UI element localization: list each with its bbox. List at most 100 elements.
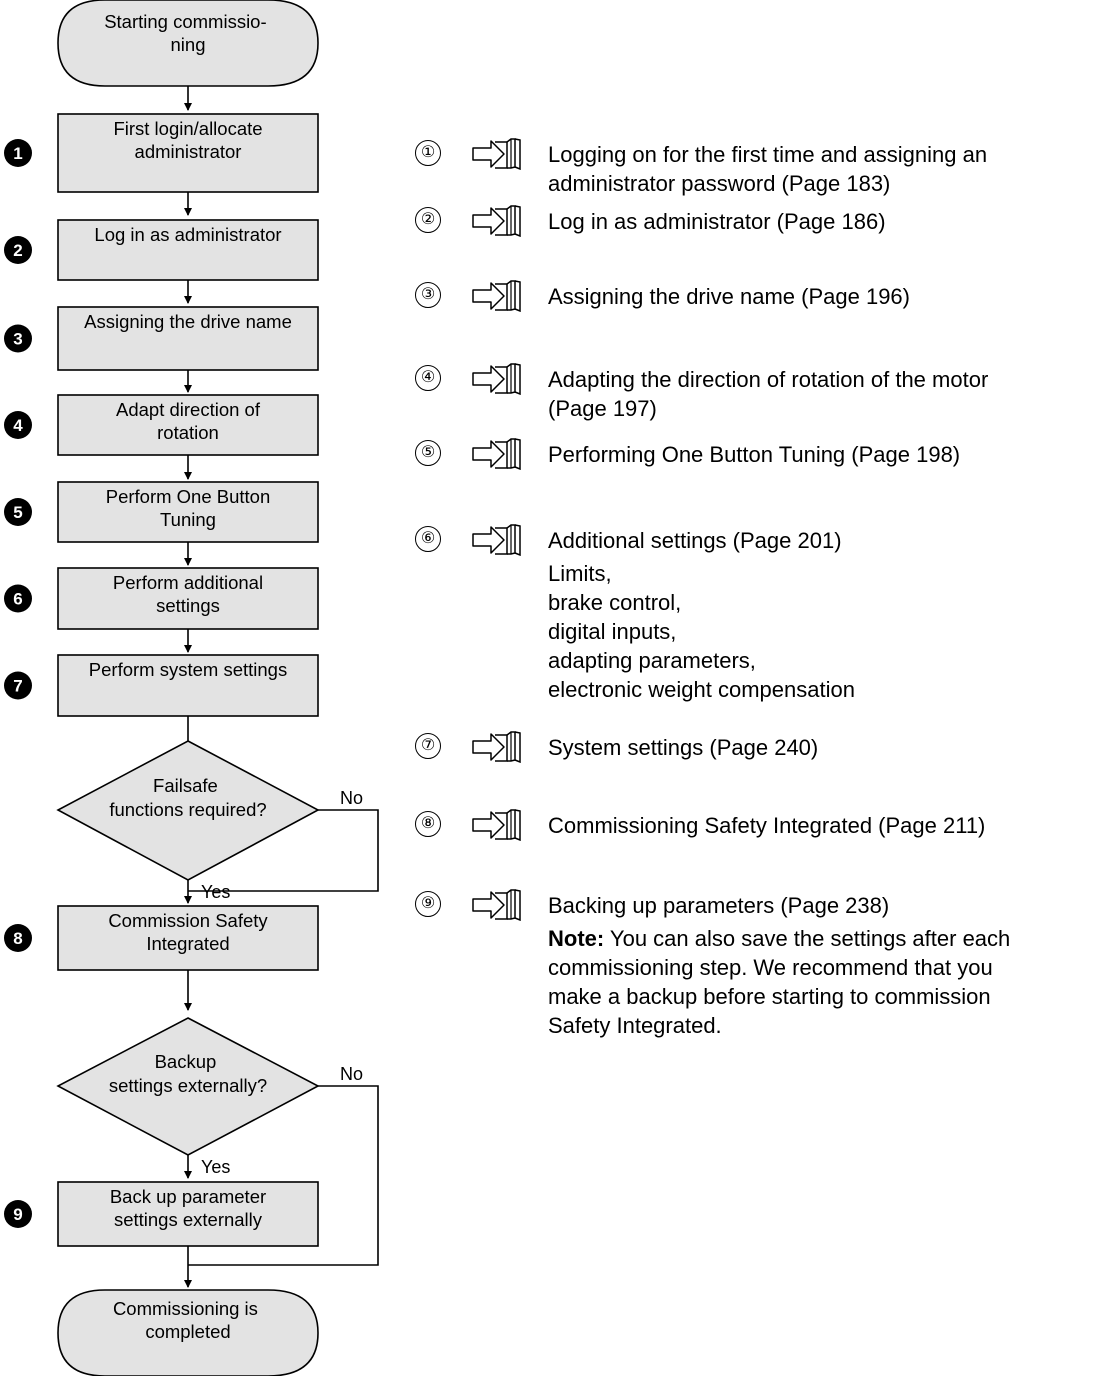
reference-link[interactable]: Log in as administrator (Page 186)	[548, 209, 886, 234]
book-reference-icon	[471, 889, 523, 922]
step-badge	[4, 584, 32, 613]
reference-link[interactable]: Adapting the direction of rotation of th…	[548, 367, 989, 421]
reference-item: ③ Assigning the drive name (Page 196)	[0, 280, 1118, 313]
start-label: Starting commissio- ning	[104, 11, 272, 55]
note-label: Note:	[548, 926, 605, 951]
step-badge	[4, 236, 32, 264]
step-badge-number: 1	[13, 144, 22, 163]
book-reference-icon	[471, 438, 523, 471]
step-badge-number: 8	[13, 929, 22, 948]
end-label: Commissioning is completed	[113, 1298, 263, 1342]
step-number: ③	[415, 282, 441, 308]
process-step: Log in as administrator 2	[4, 219, 319, 281]
book-reference-icon	[471, 363, 523, 396]
process-step: Perform system settings 7	[4, 654, 319, 717]
decision-failsafe-label: Failsafe functions required?	[109, 775, 266, 820]
decision-backup-label: Backup settings externally?	[109, 1051, 267, 1096]
step-number: ⑧	[415, 811, 441, 837]
yes-label: Yes	[201, 1157, 230, 1177]
process-box	[57, 113, 319, 193]
book-reference-icon	[471, 205, 523, 238]
step-badge-number: 9	[13, 1205, 22, 1224]
book-reference-icon	[471, 138, 523, 171]
start-terminal: Starting commissio- ning	[57, 0, 319, 87]
end-terminal: Commissioning is completed	[57, 1289, 319, 1376]
step-badge	[4, 139, 32, 167]
reference-item: ② Log in as administrator (Page 186)	[0, 205, 1118, 238]
decision-failsafe: Failsafe functions required? No Yes	[56, 740, 363, 902]
book-reference-icon	[471, 731, 523, 764]
reference-item: ⑦ System settings (Page 240)	[0, 731, 1118, 764]
step-number: ⑦	[415, 733, 441, 759]
process-box	[57, 481, 319, 543]
process-box	[57, 306, 319, 371]
reference-link[interactable]: Additional settings (Page 201)	[548, 528, 842, 553]
step-number: ④	[415, 365, 441, 391]
reference-item: ⑥ Additional settings (Page 201) Limits,…	[0, 524, 1118, 702]
step-number: ①	[415, 140, 441, 166]
reference-item: ④ Adapting the direction of rotation of …	[0, 363, 1118, 421]
step-badge-number: 7	[13, 677, 22, 696]
process-label: Log in as administrator	[94, 224, 281, 245]
reference-link[interactable]: Performing One Button Tuning (Page 198)	[548, 442, 961, 467]
reference-item: ① Logging on for the first time and assi…	[0, 138, 1118, 196]
process-box	[57, 219, 319, 281]
reference-link[interactable]: Assigning the drive name (Page 196)	[548, 284, 910, 309]
step-badge	[4, 324, 32, 353]
reference-link[interactable]: Logging on for the first time and assign…	[548, 142, 988, 196]
step-badge-number: 4	[13, 416, 23, 435]
process-step: Assigning the drive name 3	[4, 306, 319, 371]
process-box	[57, 905, 319, 971]
step-badge-number: 5	[13, 503, 22, 522]
reference-item: ⑧ Commissioning Safety Integrated (Page …	[0, 809, 1118, 842]
book-reference-icon	[471, 280, 523, 313]
step-badge	[4, 924, 32, 952]
no-label: No	[340, 788, 363, 808]
note-text: You can also save the settings after eac…	[548, 926, 1011, 1038]
step-number: ⑨	[415, 891, 441, 917]
process-box	[57, 654, 319, 717]
yes-label: Yes	[201, 882, 230, 902]
backup-note: Note: You can also save the settings aft…	[548, 924, 1010, 1040]
reference-link[interactable]: Commissioning Safety Integrated (Page 21…	[548, 813, 986, 838]
flow-connectors	[184, 86, 379, 1288]
reference-link[interactable]: System settings (Page 240)	[548, 735, 819, 760]
step-badge-number: 6	[13, 590, 22, 609]
step-badge	[4, 498, 32, 526]
book-reference-icon	[471, 524, 523, 557]
decision-backup: Backup settings externally? No Yes	[56, 1017, 363, 1177]
step-number: ②	[415, 207, 441, 233]
process-label: Perform system settings	[89, 659, 287, 680]
reference-link[interactable]: Backing up parameters (Page 238)	[548, 893, 890, 918]
additional-settings-detail: Limits, brake control, digital inputs, a…	[548, 561, 855, 702]
commissioning-flowchart: Starting commissio- ning First login/all…	[4, 0, 379, 1376]
step-badge-number: 2	[13, 241, 22, 260]
process-box	[57, 567, 319, 630]
step-badge	[4, 411, 32, 439]
step-badge	[4, 1200, 32, 1228]
reference-item: ⑤ Performing One Button Tuning (Page 198…	[0, 438, 1118, 471]
reference-item: ⑨ Backing up parameters (Page 238) Note:…	[0, 889, 1118, 1038]
process-label: Assigning the drive name	[84, 311, 292, 332]
book-reference-icon	[471, 809, 523, 842]
process-box	[57, 394, 319, 456]
no-label: No	[340, 1064, 363, 1084]
step-number: ⑤	[415, 440, 441, 466]
step-number: ⑥	[415, 526, 441, 552]
step-badge-number: 3	[13, 330, 22, 349]
process-box	[57, 1181, 319, 1247]
